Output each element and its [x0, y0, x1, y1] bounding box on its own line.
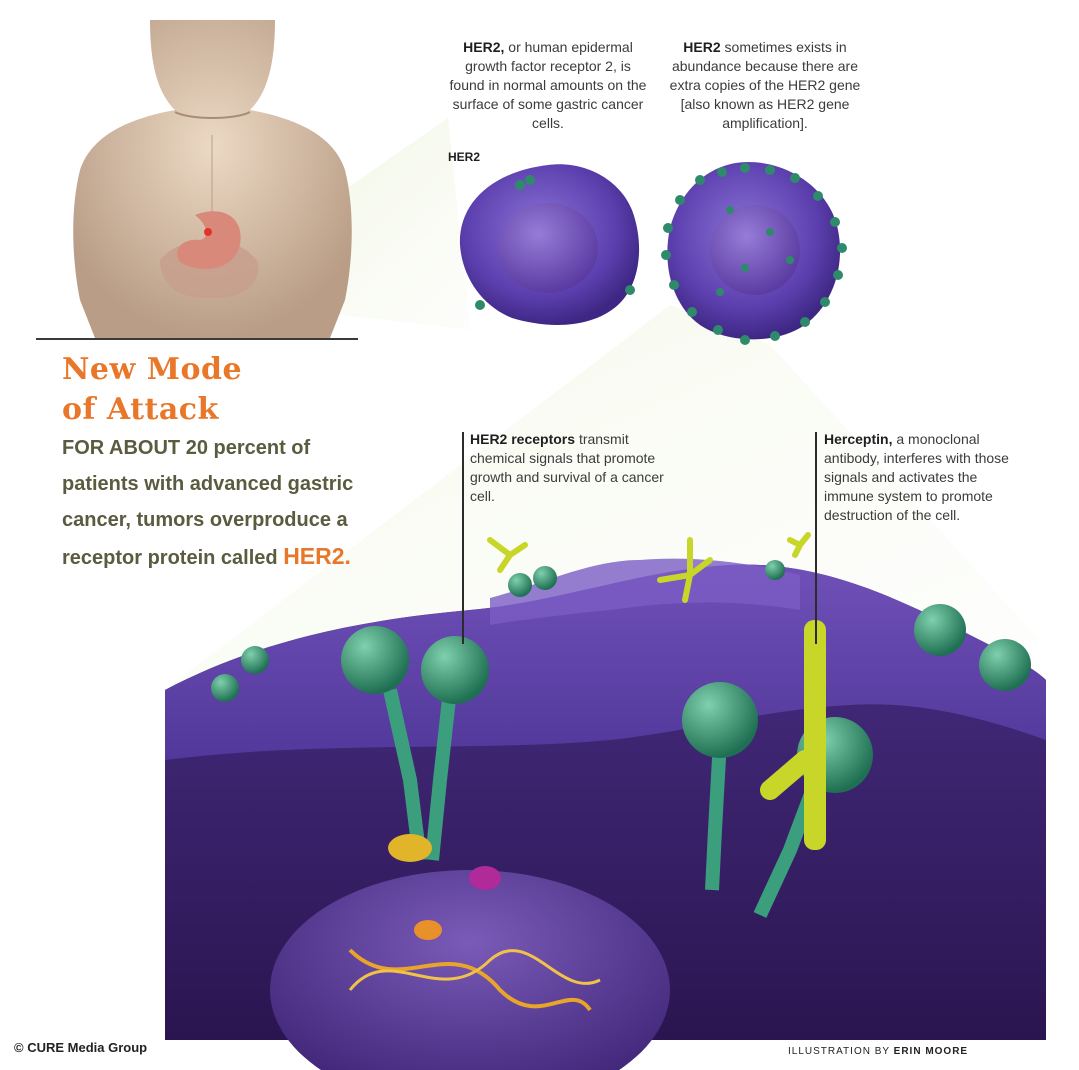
lead-paragraph: FOR ABOUT 20 percent of patients with ad…: [62, 430, 382, 576]
her2-receptor-pair-left: [341, 626, 489, 861]
her2-normal-bold: HER2,: [463, 39, 505, 55]
normal-her2-cell: [459, 164, 640, 325]
illustrator-name: ERIN MOORE: [893, 1046, 969, 1057]
amplified-her2-cell: [661, 162, 847, 345]
her2-abundance-text: sometimes exists in abundance because th…: [669, 39, 861, 131]
signal-molecule-orange: [414, 920, 442, 940]
her2-receptors-text: transmit chemical signals that promote g…: [470, 431, 664, 504]
torso-figure: [73, 20, 352, 338]
illustration-credit: ILLUSTRATION BY ERIN MOORE: [788, 1046, 968, 1057]
her2-receptors-bold: HER2 receptors: [470, 431, 576, 447]
lead-text: FOR ABOUT 20 percent of patients with ad…: [62, 437, 354, 569]
her2-normal-text: or human epidermal growth factor recepto…: [449, 39, 647, 131]
signal-molecule-yellow: [388, 834, 432, 862]
headline-line-1: New Mode: [62, 352, 243, 387]
her2-receptors-caption: HER2 receptors transmit chemical signals…: [470, 430, 670, 506]
illustration-prefix: ILLUSTRATION BY: [788, 1046, 890, 1057]
herceptin-caption: Herceptin, a monoclonal antibody, interf…: [824, 430, 1024, 525]
copyright-credit: © CURE Media Group: [14, 1040, 148, 1055]
her2-label: HER2: [448, 150, 481, 164]
signal-molecule-magenta: [469, 866, 501, 890]
headline-line-2: of Attack: [62, 392, 219, 427]
herceptin-callout-line: [815, 432, 817, 644]
headline-rule: [36, 338, 358, 340]
herceptin-bold: Herceptin,: [824, 431, 893, 447]
her2-abundance-caption: HER2 sometimes exists in abundance becau…: [665, 38, 865, 133]
herceptin-text: a monoclonal antibody, interferes with t…: [824, 431, 1009, 523]
herceptin-bound-receptors: [682, 620, 873, 918]
her2-receptors-callout-line: [462, 432, 464, 644]
her2-normal-caption: HER2, or human epidermal growth factor r…: [448, 38, 648, 133]
her2-abundance-bold: HER2: [683, 39, 721, 55]
far-receptors: [211, 560, 1031, 702]
headline: New Mode of Attack: [62, 350, 242, 430]
lead-highlight: HER2.: [283, 543, 351, 569]
far-antibodies: [487, 532, 811, 603]
